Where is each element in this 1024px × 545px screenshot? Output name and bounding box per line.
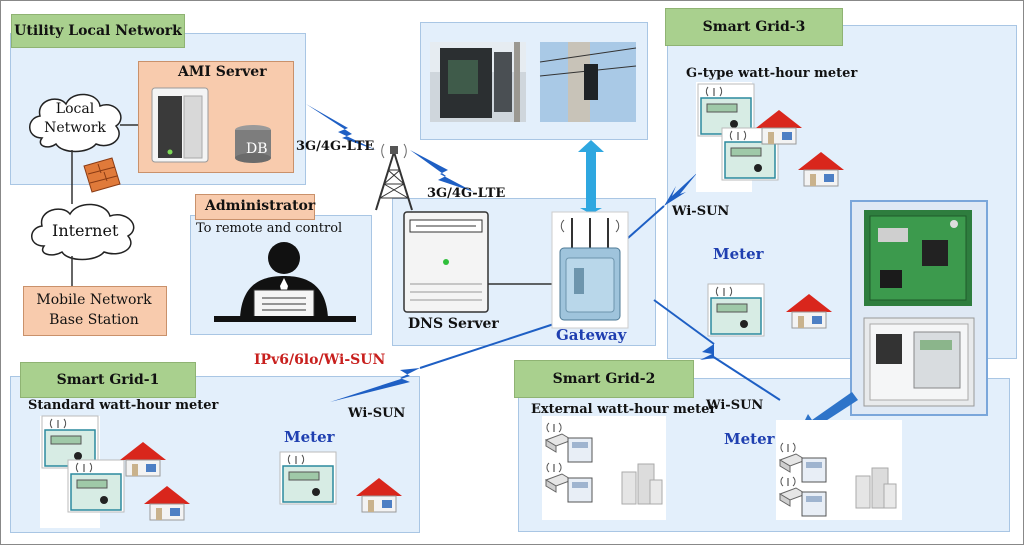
external-meter-icon bbox=[544, 422, 593, 463]
cell-tower-icon bbox=[375, 143, 413, 211]
meter-enclosure-photo bbox=[863, 317, 975, 407]
wisun-link-2b bbox=[711, 355, 781, 401]
house-icon bbox=[120, 442, 166, 477]
meter-label-3: Meter bbox=[713, 245, 764, 263]
house-icon bbox=[798, 152, 844, 187]
external-meter-icon bbox=[778, 476, 827, 517]
wisun-label-3: Wi-SUN bbox=[672, 204, 730, 219]
house-icon bbox=[356, 478, 402, 513]
local-network-cloud-icon bbox=[29, 93, 122, 153]
wisun-label-2: Wi-SUN bbox=[706, 398, 764, 413]
wisun-link-2-bolt bbox=[700, 344, 714, 360]
ami-server-label: AMI Server bbox=[178, 64, 267, 80]
smart-meter-icon bbox=[67, 459, 125, 513]
administrator-box bbox=[195, 194, 315, 220]
lte-label-2: 3G/4G-LTE bbox=[427, 186, 506, 201]
meter-label-1: Meter bbox=[284, 428, 335, 446]
building-icon bbox=[855, 467, 897, 509]
lte-label-1: 3G/4G-LTE bbox=[296, 139, 375, 154]
house-icon bbox=[786, 294, 832, 329]
wisun-link-3a bbox=[627, 205, 665, 239]
mobile-base-station-label: Mobile Network Base Station bbox=[36, 292, 152, 328]
internet-cloud-icon bbox=[31, 203, 135, 261]
administrator-label: Administrator bbox=[205, 198, 316, 214]
firewall-icon bbox=[83, 157, 121, 193]
wisun-link-3-bolt bbox=[664, 172, 698, 206]
db-label: DB bbox=[246, 141, 268, 157]
lte-link-bolt-2 bbox=[410, 150, 474, 192]
smart-meter-icon bbox=[697, 83, 755, 137]
meter-label-2: Meter bbox=[724, 430, 775, 448]
external-meter-icon bbox=[778, 442, 827, 483]
pole-meter-photo bbox=[430, 42, 526, 122]
standard-meter-label: Standard watt-hour meter bbox=[28, 398, 219, 413]
smart-meter-icon bbox=[721, 127, 779, 181]
mobile-base-station-box bbox=[23, 286, 167, 336]
remote-control-label: To remote and control bbox=[196, 221, 343, 236]
wisun-link-2a bbox=[653, 299, 715, 345]
smart-grid-3-tag: Smart Grid-3 bbox=[665, 8, 843, 46]
external-meter-label: External watt-hour meter bbox=[531, 402, 717, 417]
wisun-link-1a bbox=[419, 321, 561, 369]
gateway-icon bbox=[551, 211, 629, 329]
building-icon bbox=[621, 463, 663, 505]
smart-grid-1-tag: Smart Grid-1 bbox=[20, 362, 196, 398]
server-tower-icon bbox=[151, 87, 209, 163]
uplink-arrow-head bbox=[578, 140, 604, 152]
database-icon bbox=[235, 125, 271, 163]
pole-install-photo bbox=[539, 42, 637, 122]
wisun-label-1: Wi-SUN bbox=[348, 406, 406, 421]
utility-local-network-tag: Utility Local Network bbox=[11, 14, 185, 48]
wisun-link-1-bolt bbox=[330, 368, 420, 402]
internet-label: Internet bbox=[52, 221, 119, 240]
pcb-board-photo bbox=[864, 210, 972, 306]
external-meter-icon bbox=[544, 462, 593, 503]
house-icon bbox=[756, 110, 802, 145]
dns-server-label: DNS Server bbox=[408, 316, 499, 332]
ipv6-label: IPv6/6lo/Wi-SUN bbox=[254, 352, 386, 368]
gtype-meter-label: G-type watt-hour meter bbox=[686, 66, 858, 81]
smart-meter-icon bbox=[707, 283, 765, 337]
house-icon bbox=[144, 486, 190, 521]
smart-grid-2-tag: Smart Grid-2 bbox=[514, 360, 694, 398]
gateway-label: Gateway bbox=[556, 326, 627, 344]
local-network-label: Local Network bbox=[44, 101, 106, 136]
uplink-arrow bbox=[580, 150, 602, 214]
smart-meter-icon bbox=[279, 451, 337, 505]
administrator-icon bbox=[214, 242, 356, 322]
dns-server-icon bbox=[403, 211, 489, 313]
